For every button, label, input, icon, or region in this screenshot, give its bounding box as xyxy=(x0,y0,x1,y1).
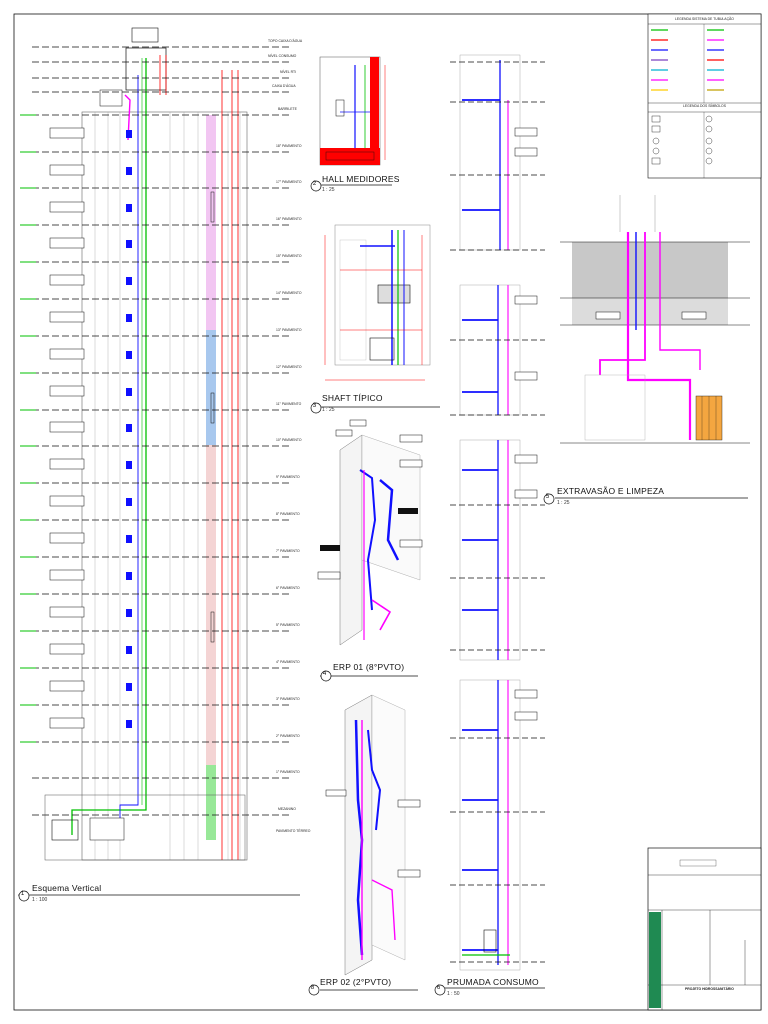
level-label-14: 14° PAVIMENTO xyxy=(276,291,302,295)
level-label-16: 16° PAVIMENTO xyxy=(276,217,302,221)
level-label-12: 12° PAVIMENTO xyxy=(276,365,302,369)
level-label-10: 10° PAVIMENTO xyxy=(276,438,302,442)
view-number-1: 1 xyxy=(20,891,25,897)
view-title-shaft-tipico: SHAFT TÍPICO xyxy=(322,393,383,403)
view-title-esquema-vertical: Esquema Vertical xyxy=(32,883,102,893)
level-label-terreo: PAVIMENTO TÉRREO xyxy=(276,829,311,833)
level-label-caixa-dagua: CAIXA D'ÁGUA xyxy=(272,84,296,88)
level-label-4: 4° PAVIMENTO xyxy=(276,660,300,664)
level-label-9: 9° PAVIMENTO xyxy=(276,475,300,479)
view-title-extravasao-limpeza: EXTRAVASÃO E LIMPEZA xyxy=(557,486,665,496)
view-prumada-consumo xyxy=(445,54,545,989)
level-label-barrilete: BARRILETE xyxy=(278,107,297,111)
level-label-8: 8° PAVIMENTO xyxy=(276,512,300,516)
shaft-band-green xyxy=(206,765,216,840)
view-number-2: 2 xyxy=(312,181,317,187)
level-label-13: 13° PAVIMENTO xyxy=(276,328,302,332)
level-label-nivel-consumo: NÍVEL CONSUMO xyxy=(268,54,297,58)
level-label-2: 2° PAVIMENTO xyxy=(276,734,300,738)
view-number-5: 5 xyxy=(545,494,550,500)
shaft-band-pink xyxy=(206,115,216,330)
level-label-3: 3° PAVIMENTO xyxy=(276,697,300,701)
level-label-1: 1° PAVIMENTO xyxy=(276,770,300,774)
view-number-3: 3 xyxy=(312,403,317,409)
view-title-prumada-consumo: PRUMADA CONSUMO xyxy=(447,977,539,987)
view-erp-02 xyxy=(320,694,421,991)
shaft-band-pink-2 xyxy=(206,445,216,765)
level-label-nivel-rti: NÍVEL RTI xyxy=(280,70,297,74)
view-scale-shaft-tipico: 1 : 25 xyxy=(322,407,335,413)
view-title-erp-01: ERP 01 (8°PVTO) xyxy=(333,662,405,672)
level-label-18: 18° PAVIMENTO xyxy=(276,144,302,148)
view-scale-esquema-vertical: 1 : 100 xyxy=(32,897,48,903)
view-title-erp-02: ERP 02 (2°PVTO) xyxy=(320,977,392,987)
legend-block xyxy=(647,13,762,179)
view-number-8: 8 xyxy=(310,985,315,991)
view-number-6: 6 xyxy=(436,985,441,991)
level-label-6: 6° PAVIMENTO xyxy=(276,586,300,590)
view-esquema-vertical xyxy=(18,27,300,896)
view-number-4: 4 xyxy=(322,671,327,677)
level-label-7: 7° PAVIMENTO xyxy=(276,549,300,553)
view-scale-prumada-consumo: 1 : 50 xyxy=(447,991,460,997)
view-title-hall-medidores: HALL MEDIDORES xyxy=(322,174,400,184)
shaft-band-blue xyxy=(206,330,216,445)
level-label-topo-caixa: TOPO CAIXA D'ÁGUA xyxy=(268,39,303,43)
title-block xyxy=(647,847,762,1011)
view-hall-medidores xyxy=(312,56,392,186)
view-shaft-tipico xyxy=(312,224,440,408)
view-scale-extravasao-limpeza: 1 : 25 xyxy=(557,500,570,506)
title-block-project: PROJETO HIDROSSANITÁRIO xyxy=(685,987,734,991)
level-label-5: 5° PAVIMENTO xyxy=(276,623,300,627)
view-extravasao-limpeza xyxy=(555,195,750,499)
level-label-mezanino: MEZANINO xyxy=(278,807,296,811)
level-label-15: 15° PAVIMENTO xyxy=(276,254,302,258)
level-label-11: 11° PAVIMENTO xyxy=(276,402,302,406)
view-erp-01 xyxy=(317,419,423,677)
legend-symbols-title: LEGENDA DOS SÍMBOLOS xyxy=(683,104,726,108)
view-scale-hall-medidores: 1 : 25 xyxy=(322,187,335,193)
level-label-17: 17° PAVIMENTO xyxy=(276,180,302,184)
legend-pipes-title: LEGENDA SISTEMA DE TUBULAÇÃO xyxy=(675,17,734,21)
